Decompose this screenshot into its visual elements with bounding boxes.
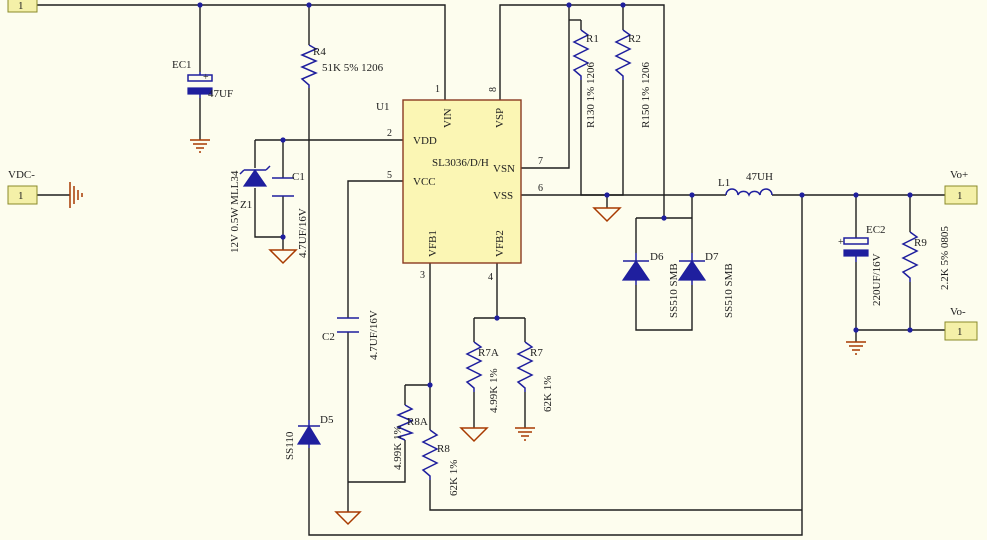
svg-text:1: 1 <box>957 326 963 338</box>
r1-value: R130 1% 1206 <box>585 62 597 129</box>
diode-d5: D5 SS110 <box>284 414 334 460</box>
ec2-ref: EC2 <box>866 224 886 236</box>
ground-vdc-minus <box>69 182 83 208</box>
capacitor-c1: C1 4.7UF/16V <box>272 171 309 258</box>
pin-name-vcc: VCC <box>413 176 436 188</box>
ground-r7 <box>515 427 535 441</box>
pin-name-vsn: VSN <box>493 163 515 175</box>
ic-part: SL3036/D/H <box>432 157 489 169</box>
svg-text:1: 1 <box>957 190 963 202</box>
r8-value: 62K 1% <box>448 460 460 496</box>
r4-value: 51K 5% 1206 <box>322 62 384 74</box>
port-vo-plus: Vo+ 1 <box>944 169 978 205</box>
pin-name-vin: VIN <box>442 108 454 128</box>
r4-ref: R4 <box>313 46 326 58</box>
inductor-l1: L1 47UH <box>718 171 773 197</box>
resistor-r9: R9 2.2K 5% 0805 <box>901 226 951 290</box>
pin-num-3: 3 <box>420 270 425 281</box>
wires <box>37 4 945 536</box>
junction-dots <box>197 2 913 388</box>
ec1-value: 47UF <box>208 88 233 100</box>
d7-value: SS510 SMB <box>723 263 735 318</box>
resistor-r8a: R8A 4.99K 1% <box>392 404 428 470</box>
resistor-r2: R2 R150 1% 1206 <box>614 29 652 129</box>
l1-value: 47UH <box>746 171 773 183</box>
diode-d6: D6 SS510 SMB <box>621 251 680 318</box>
resistor-r8: R8 62K 1% <box>421 429 460 496</box>
pin-num-6: 6 <box>538 183 543 194</box>
pin-num-4: 4 <box>488 272 493 283</box>
r7a-ref: R7A <box>478 347 499 359</box>
l1-ref: L1 <box>718 177 730 189</box>
svg-text:1: 1 <box>18 0 24 12</box>
r7-value: 62K 1% <box>542 376 554 412</box>
d5-ref: D5 <box>320 414 334 426</box>
z1-ref: Z1 <box>240 199 252 211</box>
pin-num-8: 8 <box>488 87 499 92</box>
ground-c1-triangle <box>268 249 298 265</box>
pin-name-vsp: VSP <box>494 108 506 128</box>
ground-r7a-triangle <box>459 427 489 443</box>
c1-value: 4.7UF/16V <box>297 208 309 258</box>
pin-num-2: 2 <box>387 128 392 139</box>
pin-name-vss: VSS <box>493 190 513 202</box>
port-vo-plus-label: Vo+ <box>950 169 968 181</box>
d6-ref: D6 <box>650 251 664 263</box>
r8a-ref: R8A <box>407 416 428 428</box>
svg-text:1: 1 <box>18 190 24 202</box>
zener-z1: Z1 12V 0.5W MLL34 <box>229 165 271 253</box>
resistor-r1: R1 R130 1% 1206 <box>572 29 599 129</box>
c1-ref: C1 <box>292 171 305 183</box>
pin-num-7: 7 <box>538 156 543 167</box>
svg-text:+: + <box>838 237 844 248</box>
ec2-value: 220UF/16V <box>871 253 883 306</box>
ground-output <box>846 341 866 355</box>
capacitor-ec1: + EC1 47UF <box>172 59 233 100</box>
ec1-ref: EC1 <box>172 59 192 71</box>
d6-value: SS510 SMB <box>668 263 680 318</box>
z1-value: 12V 0.5W MLL34 <box>229 170 241 253</box>
r1-ref: R1 <box>586 33 599 45</box>
r2-value: R150 1% 1206 <box>640 62 652 129</box>
r2-ref: R2 <box>628 33 641 45</box>
c2-value: 4.7UF/16V <box>368 310 380 360</box>
d5-value: SS110 <box>284 431 296 460</box>
pin-name-vdd: VDD <box>413 135 437 147</box>
r8-ref: R8 <box>437 443 450 455</box>
r9-value: 2.2K 5% 0805 <box>939 226 951 290</box>
pin-name-vfb1: VFB1 <box>427 230 439 257</box>
d7-ref: D7 <box>705 251 719 263</box>
port-vo-minus: Vo- 1 <box>944 306 978 341</box>
pin-num-5: 5 <box>387 170 392 181</box>
ic-u1: U1 SL3036/D/H VIN VDD VCC VFB1 VFB2 VSN … <box>376 84 543 283</box>
pin-num-1: 1 <box>435 84 440 95</box>
resistor-r7: R7 62K 1% <box>516 341 554 412</box>
port-top-left: 1 <box>7 0 38 13</box>
r7-ref: R7 <box>530 347 543 359</box>
r7a-value: 4.99K 1% <box>488 368 500 413</box>
ground-ec1 <box>190 139 210 153</box>
diode-d7: D7 SS510 SMB <box>677 251 735 318</box>
ic-ref: U1 <box>376 101 389 113</box>
ground-c2-triangle <box>334 511 362 526</box>
port-vo-minus-label: Vo- <box>950 306 966 318</box>
c2-ref: C2 <box>322 331 335 343</box>
capacitor-ec2: + EC2 220UF/16V <box>838 224 886 306</box>
r9-ref: R9 <box>914 237 927 249</box>
resistor-r7a: R7A 4.99K 1% <box>465 341 500 413</box>
port-vdc-minus-label: VDC- <box>8 169 35 181</box>
resistor-r4: R4 51K 5% 1206 <box>300 44 384 88</box>
ground-vsn-triangle <box>592 207 622 223</box>
capacitor-c2: C2 4.7UF/16V <box>322 310 380 360</box>
r8a-value: 4.99K 1% <box>392 425 404 470</box>
pin-name-vfb2: VFB2 <box>494 230 506 257</box>
svg-text:+: + <box>203 72 209 83</box>
port-vdc-minus: VDC- 1 <box>7 169 38 205</box>
